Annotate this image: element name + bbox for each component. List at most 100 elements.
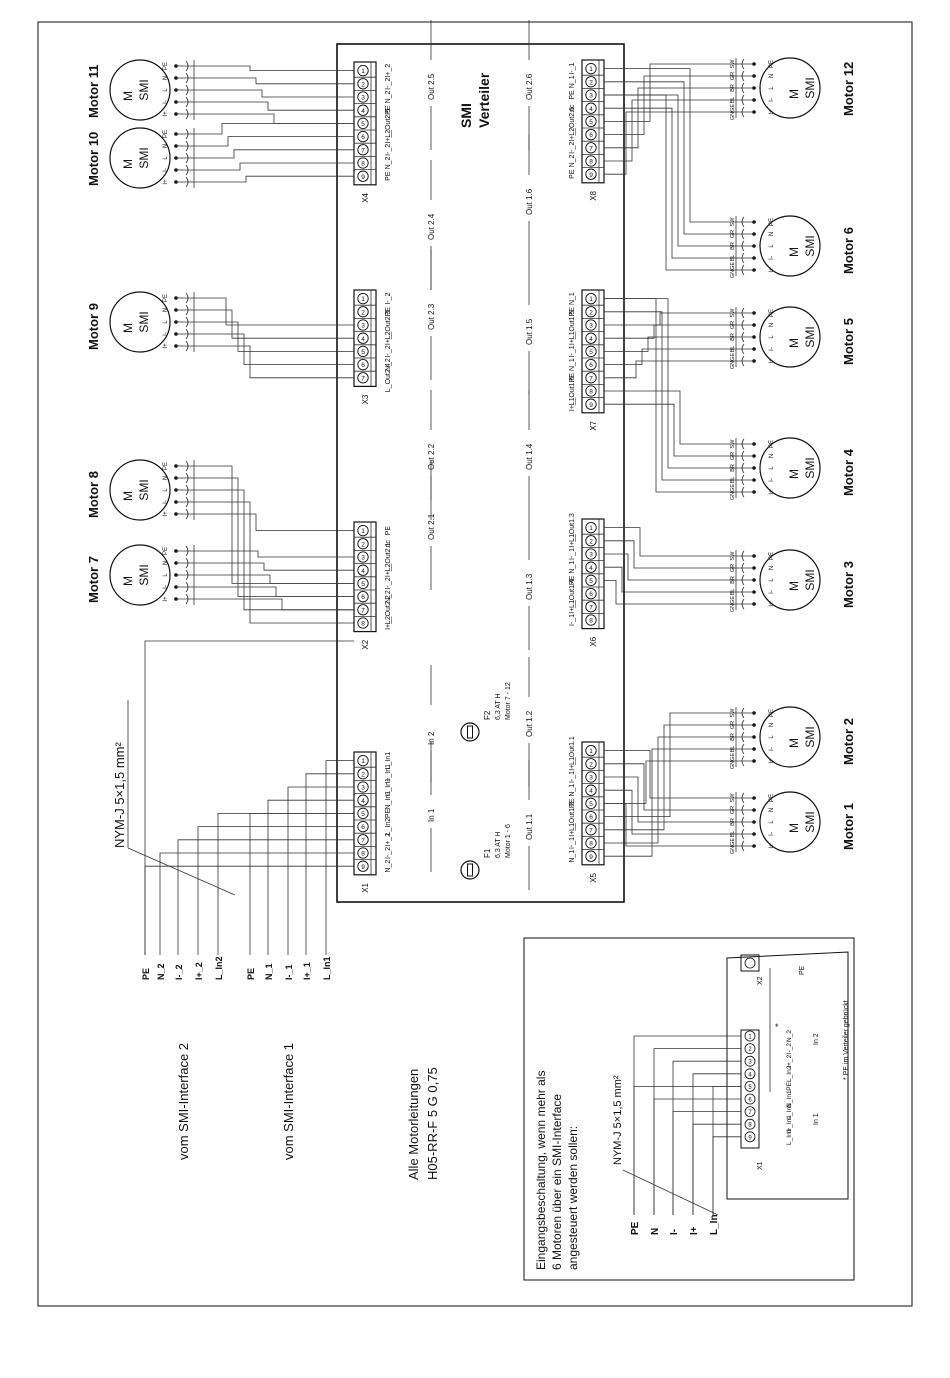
inset-lead-label: L_In [709, 1214, 720, 1235]
plug-contact [741, 840, 745, 852]
plug-contact [185, 72, 189, 84]
motor-wire [604, 712, 736, 817]
motor-wire [604, 553, 736, 581]
motor-wire [604, 107, 736, 259]
motor-pin-label: L [769, 86, 775, 90]
motor-icon [109, 291, 171, 353]
motor-pin-label: L [769, 735, 775, 739]
input-wire [287, 786, 354, 955]
terminal-screw [357, 538, 369, 550]
terminal-number: 4 [589, 788, 593, 795]
terminal-description: I+_In1 [385, 764, 392, 784]
motor-wire [194, 162, 354, 171]
plug-contact [741, 252, 745, 264]
plug-contact [185, 292, 189, 304]
terminal-number: 1 [589, 748, 593, 755]
input-label: L_In1 [322, 956, 332, 980]
terminal-screw [357, 820, 369, 833]
motor-pin-label: I- [163, 332, 169, 336]
terminal-block-label: X7 [589, 420, 598, 430]
motor-pin-label: L [769, 578, 775, 582]
terminal-description: I-_2 [385, 144, 392, 156]
inset-terminal-description: N_2 [786, 1030, 793, 1042]
terminal-number: 4 [589, 336, 593, 343]
motor-icon [109, 59, 171, 121]
plug-contact [741, 94, 745, 106]
terminal-description: L_Out2.2 [385, 595, 392, 624]
terminal-number: 1 [361, 296, 365, 303]
terminal-screw [585, 784, 597, 796]
interface-2-label: vom SMI-Interface 2 [176, 1043, 191, 1160]
terminal-number: 5 [589, 578, 593, 585]
terminal-description: I+_2 [385, 563, 392, 577]
terminal-screw [744, 1118, 756, 1130]
terminal-number: 7 [589, 604, 593, 611]
terminal-description: I-_2 [385, 78, 392, 90]
terminal-screw [585, 837, 597, 849]
terminal-block-x4: 123456789X4I+_2I-_2N_2PEL_Out2.5I+_2I-_2… [353, 61, 392, 203]
terminal-description: PE [569, 575, 576, 585]
plug-contact [741, 828, 745, 840]
terminal-description: L_Out1.3 [569, 513, 576, 542]
terminal-screw [585, 306, 597, 318]
terminal-number: 8 [361, 621, 365, 628]
plug-contact [741, 58, 745, 70]
motor-smi-letters: SMI [137, 311, 151, 332]
fuse-icon [460, 860, 480, 880]
inset-caption: Eingangsbeschaltung, wenn mehr als [534, 1071, 548, 1270]
terminal-screw [357, 794, 369, 806]
plug-contact [185, 152, 189, 164]
terminal-screw [585, 102, 597, 114]
terminal-description: L_In2 [385, 818, 392, 836]
terminal-screw [585, 155, 597, 167]
terminal-screw [357, 157, 369, 169]
terminal-screw [357, 781, 369, 793]
plug-contact [741, 755, 745, 767]
plug-contact [741, 586, 745, 598]
terminal-description: N_2 [385, 590, 392, 603]
motor-pin-label: I+ [769, 358, 775, 364]
terminal-description: N_1 [569, 784, 576, 797]
terminal-description: PE [569, 169, 576, 179]
motor-pin-label: I+ [769, 489, 775, 495]
inset-lead-label: I- [669, 1229, 680, 1235]
terminal-number: 1 [748, 1035, 752, 1041]
inset-terminal-description: I+_2 [786, 1054, 793, 1067]
terminal-screw [585, 398, 597, 410]
terminal-screw [585, 587, 597, 600]
terminal-number: 5 [361, 581, 365, 588]
motor-wire [604, 360, 736, 379]
output-group-label: Out 2.3 [427, 303, 436, 330]
terminal-number: 8 [589, 159, 593, 166]
fuse-rating: 6,3 AT H [495, 831, 502, 858]
terminal-screw [585, 614, 597, 626]
terminal-description: N_2 [385, 358, 392, 371]
motor-label: Motor 12 [841, 62, 856, 116]
terminal-number: 7 [361, 607, 365, 614]
terminal-screw [744, 957, 756, 969]
terminal-number: 7 [748, 1110, 752, 1116]
input-wire [249, 813, 354, 955]
motor-pin-label: L [163, 573, 169, 577]
motor-cable-note: H05-RR-F 5 G 0,75 [425, 1067, 440, 1180]
motor-m-letter: M [787, 469, 801, 479]
terminal-number: 6 [748, 1098, 752, 1104]
motor-pin-label: N [769, 566, 775, 570]
motor-pin-label: N [769, 723, 775, 727]
fuse-scope: Motor 7 - 12 [505, 682, 512, 720]
terminal-description: N_2 [385, 156, 392, 169]
terminal-number: 3 [589, 775, 593, 782]
plug-contact [741, 331, 745, 343]
fuse-label: F1 [483, 848, 492, 858]
terminal-number: 4 [361, 108, 365, 115]
terminal-description: I+_2 [385, 331, 392, 345]
terminal-number: 9 [589, 402, 593, 409]
motor-pin-label: N [163, 308, 169, 312]
motor-pin-label: PE [163, 462, 169, 470]
terminal-block-body [581, 741, 605, 866]
terminal-number: 3 [361, 555, 365, 562]
terminal-screw [585, 89, 597, 101]
output-group-label: Out 1.1 [525, 813, 534, 840]
plug-contact [185, 508, 189, 520]
